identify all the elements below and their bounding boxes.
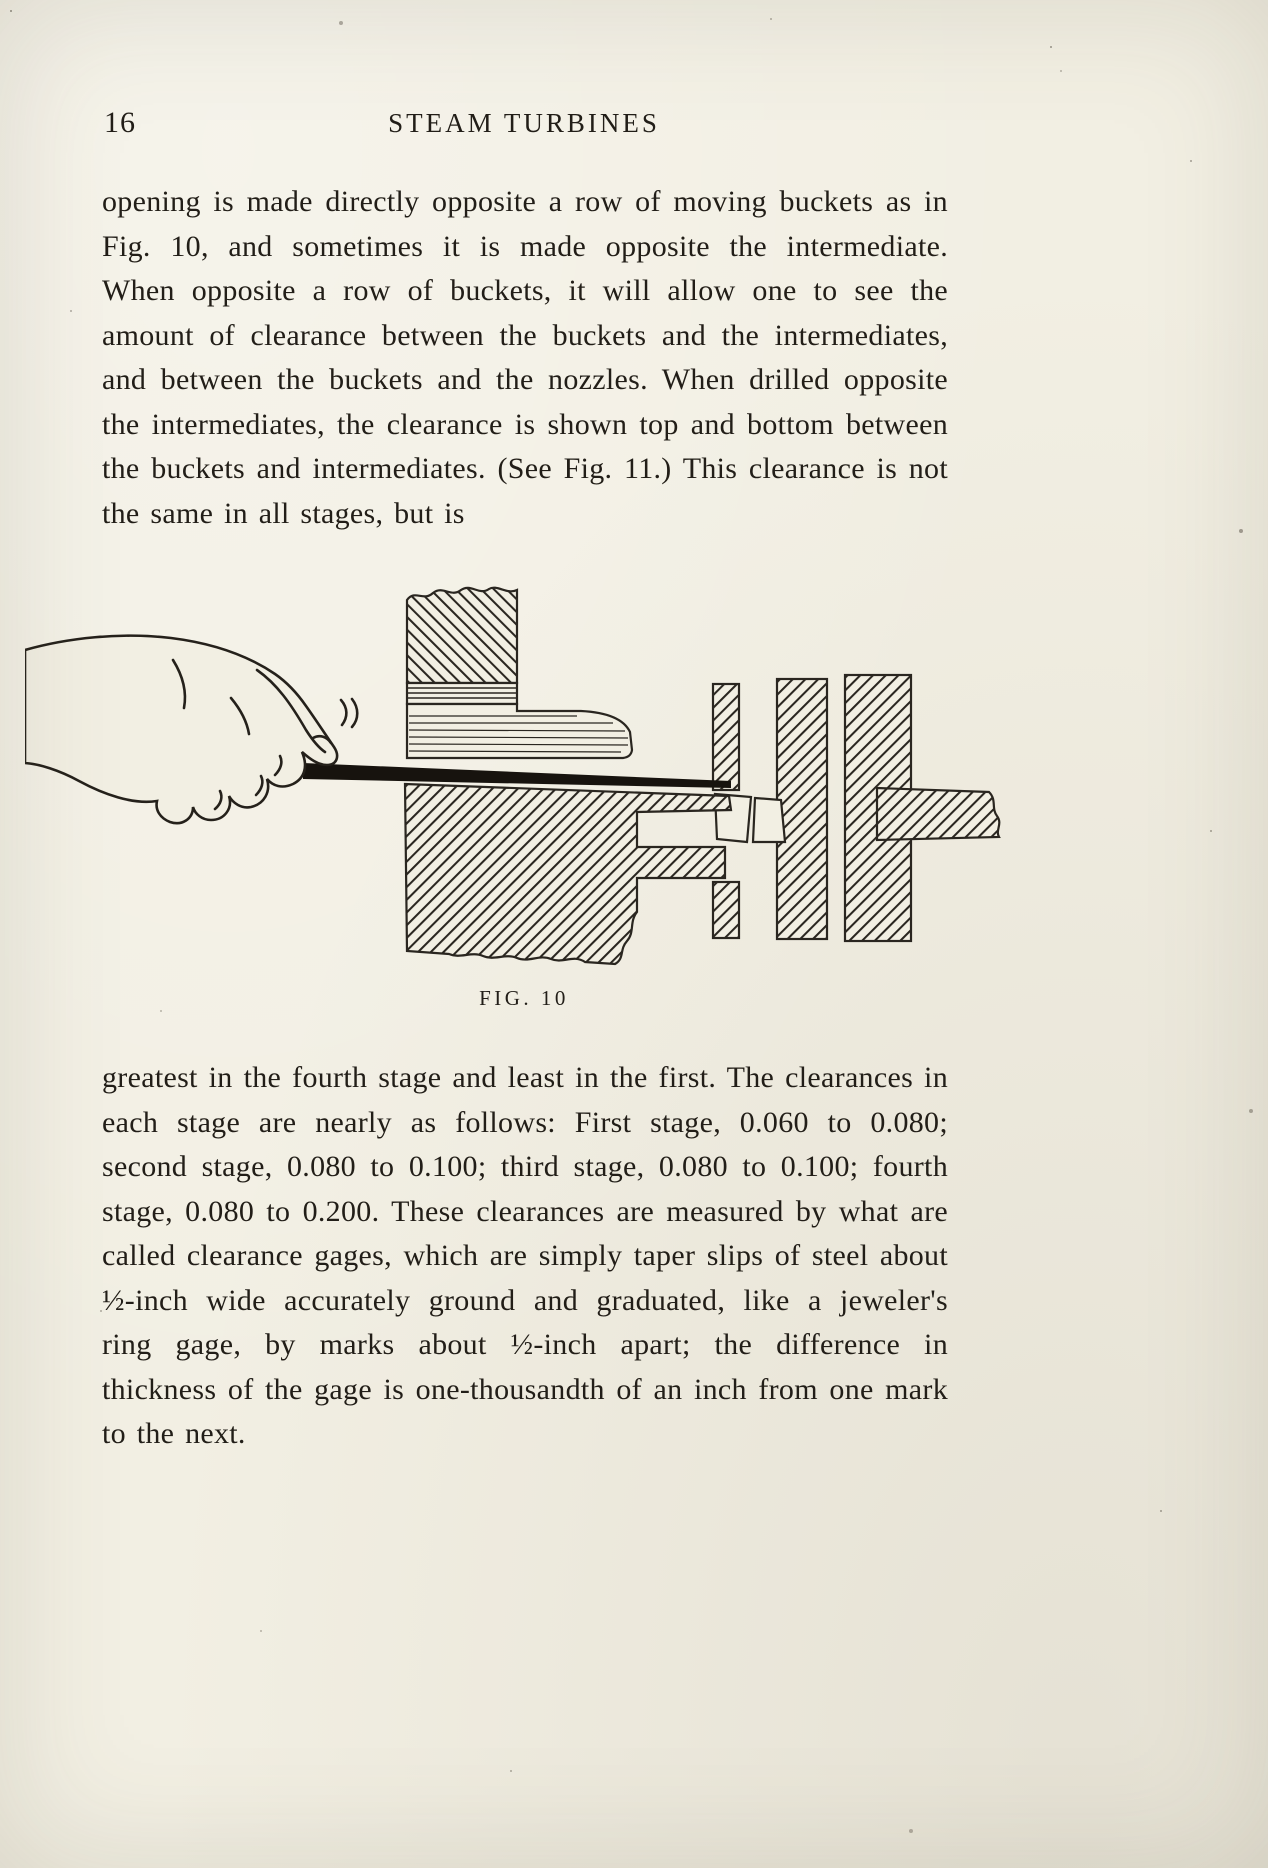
bucket-section <box>751 796 787 844</box>
wheel-assembly-section <box>711 673 1001 943</box>
turbine-section-drawing <box>23 586 1001 966</box>
running-head: STEAM TURBINES <box>388 108 660 138</box>
paragraph-1: opening is made directly opposite a row … <box>102 185 948 530</box>
figure-10-illustration <box>23 580 1025 988</box>
clearance-gage <box>303 763 731 788</box>
figure-caption: FIG. 10 <box>479 986 569 1010</box>
upper-casing-section <box>405 586 634 760</box>
page-number: 16 <box>104 106 136 139</box>
hand-illustration <box>23 634 359 825</box>
paragraph-2: greatest in the fourth stage and least i… <box>102 1061 948 1450</box>
lower-casing-section <box>403 782 733 966</box>
